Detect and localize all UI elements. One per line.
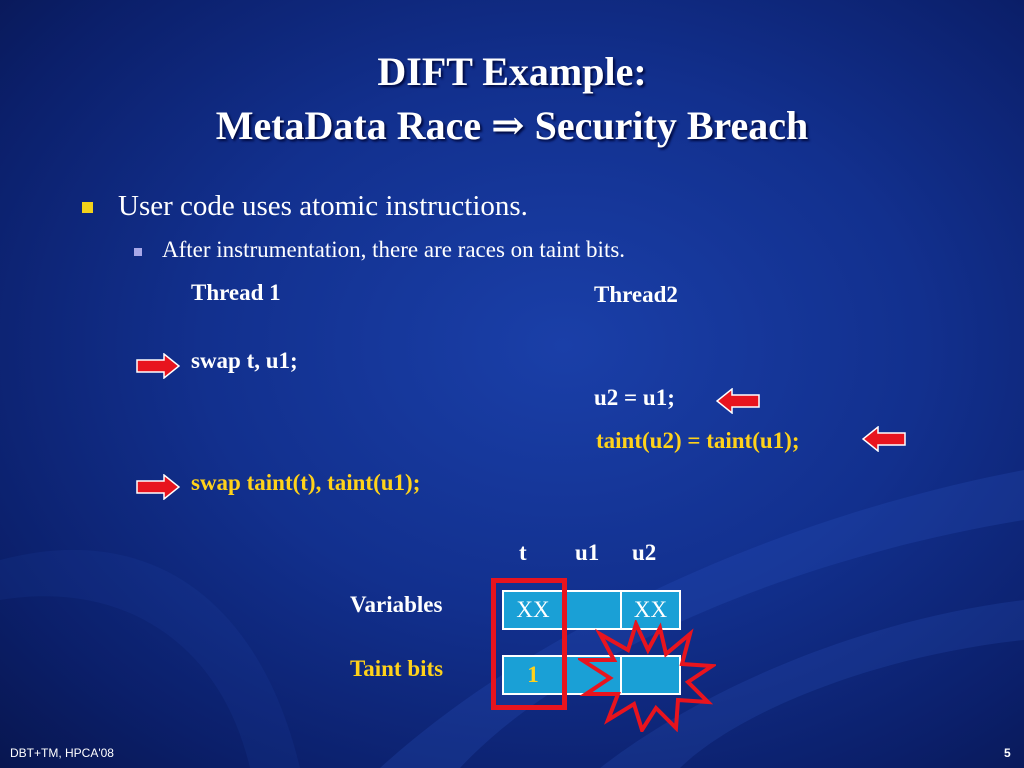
bullet-level1: User code uses atomic instructions. xyxy=(118,190,528,222)
right-arrow-icon xyxy=(136,353,180,379)
explosion-burst-icon xyxy=(578,620,716,732)
left-arrow-icon xyxy=(862,426,906,452)
row-label-taint-bits: Taint bits xyxy=(350,656,444,681)
thread1-label: Thread 1 xyxy=(191,280,281,305)
page-number: 5 xyxy=(1004,746,1011,760)
footer-conference: DBT+TM, HPCA'08 xyxy=(10,746,114,760)
highlight-box-t-column xyxy=(491,578,567,710)
variables-cell-u2: XX xyxy=(620,590,681,630)
thread2-label: Thread2 xyxy=(594,282,678,307)
thread2-code-line2: taint(u2) = taint(u1); xyxy=(596,428,800,453)
thread1-code-line1: swap t, u1; xyxy=(191,348,298,373)
variables-cell-t: XX xyxy=(502,590,564,630)
slide-title-line2: MetaData Race ⇒ Security Breach xyxy=(215,103,809,148)
column-header-u2: u2 xyxy=(632,540,657,565)
row-label-variables: Variables xyxy=(350,592,443,617)
left-arrow-icon xyxy=(716,388,760,414)
right-arrow-icon xyxy=(136,474,180,500)
column-header-t: t xyxy=(519,540,527,565)
square-bullet-icon xyxy=(134,248,142,256)
thread2-code-line1: u2 = u1; xyxy=(594,385,675,410)
square-bullet-icon xyxy=(82,202,93,213)
thread1-code-line2: swap taint(t), taint(u1); xyxy=(191,470,421,495)
taint-cell-t: 1 xyxy=(502,655,564,695)
taint-cell-u2 xyxy=(620,655,681,695)
bullet-level2: After instrumentation, there are races o… xyxy=(162,237,626,262)
column-header-u1: u1 xyxy=(575,540,600,565)
slide-title-line1: DIFT Example: xyxy=(377,49,647,94)
